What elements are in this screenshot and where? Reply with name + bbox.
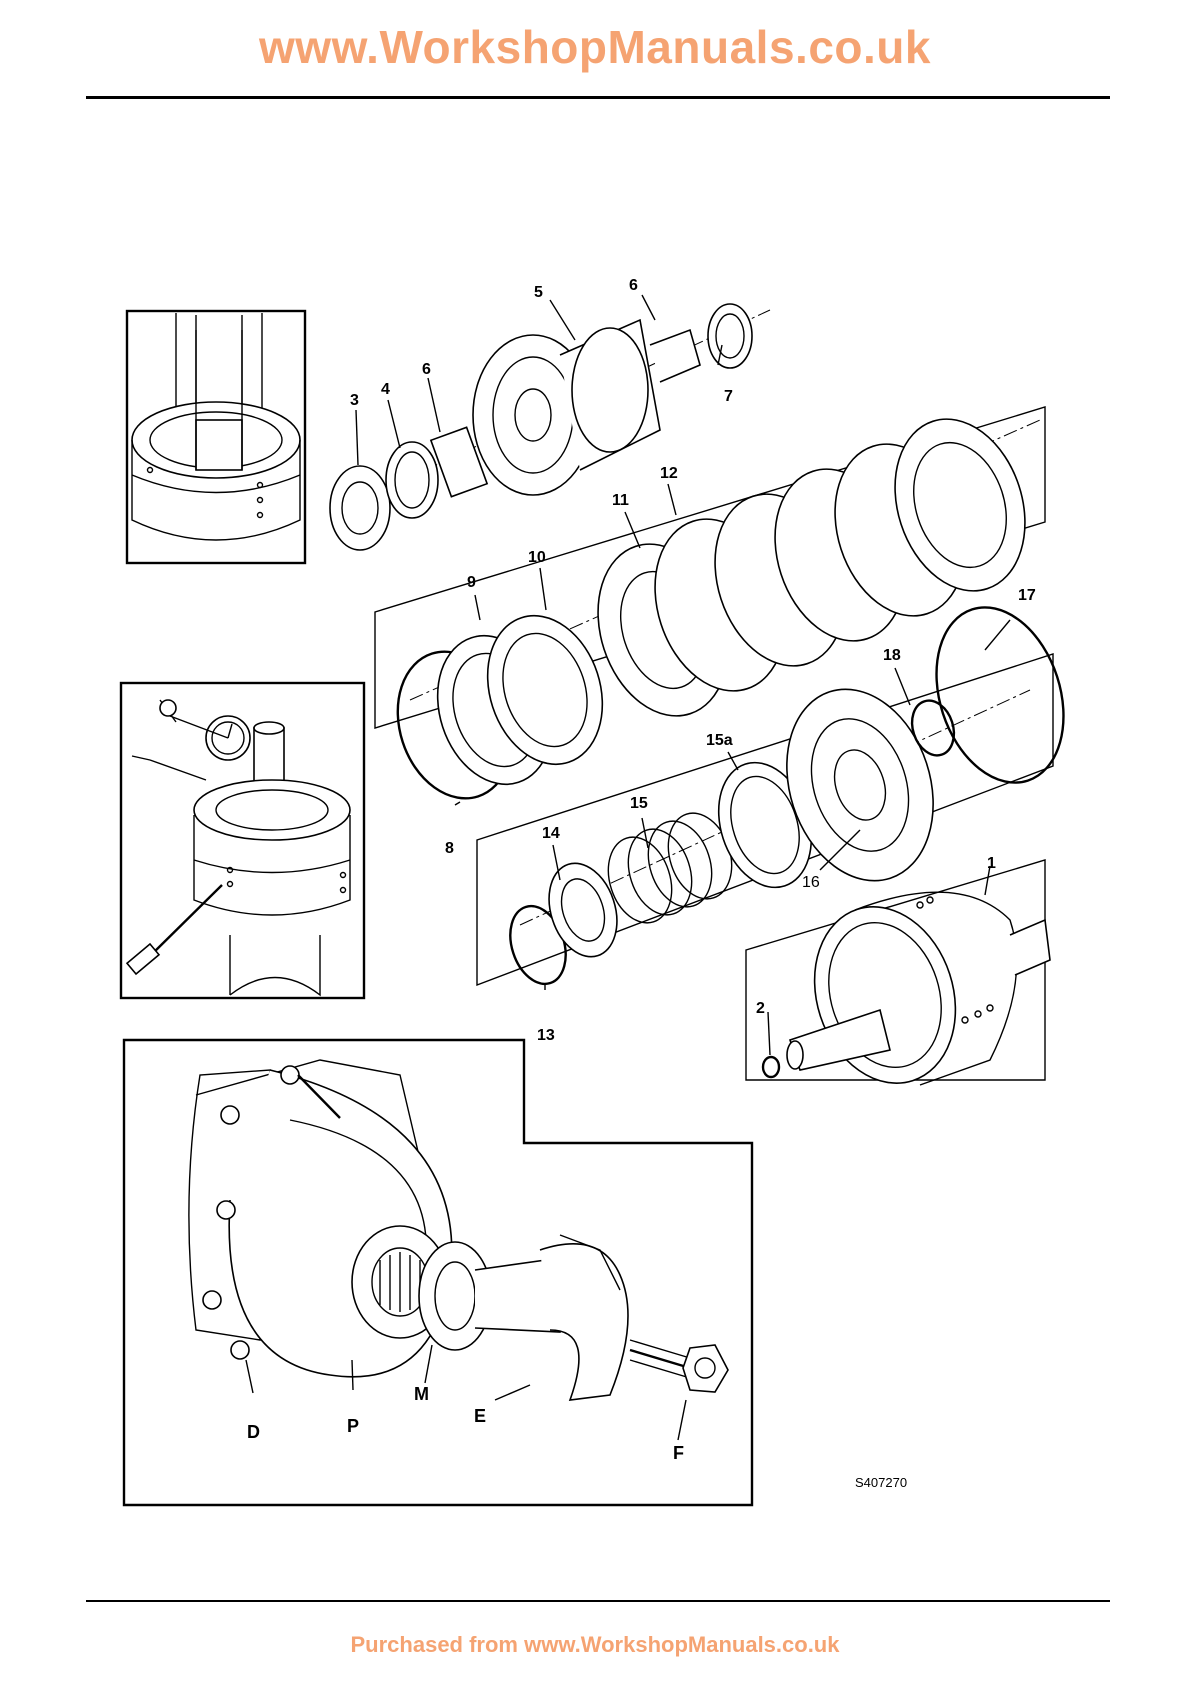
callout-13: 13 <box>537 1027 555 1044</box>
letter-f: F <box>673 1443 684 1463</box>
callout-1: 1 <box>987 855 996 872</box>
callout-9: 9 <box>467 574 476 591</box>
footer-purchase-text: Purchased from www.WorkshopManuals.co.uk <box>0 1632 1190 1658</box>
callout-5: 5 <box>534 284 543 301</box>
output-drum <box>763 888 1050 1101</box>
callout-11: 11 <box>612 492 629 509</box>
callout-6b: 6 <box>629 277 638 294</box>
letter-p: P <box>347 1416 359 1436</box>
callout-10: 10 <box>528 549 546 566</box>
callout-8: 8 <box>445 840 454 857</box>
callout-12: 12 <box>660 465 678 482</box>
callout-2: 2 <box>756 1000 765 1017</box>
callout-4: 4 <box>381 381 390 398</box>
callout-3: 3 <box>350 392 359 409</box>
callout-15a: 15a <box>706 732 733 749</box>
diagram-reference-code: S407270 <box>855 1475 907 1490</box>
callout-14: 14 <box>542 825 560 842</box>
callout-7: 7 <box>724 388 733 405</box>
inset-dial-gauge <box>121 683 364 998</box>
footer-rule <box>86 1600 1110 1602</box>
inset-press-drum <box>127 311 305 563</box>
letter-d: D <box>247 1422 260 1442</box>
letter-m: M <box>414 1384 429 1404</box>
callout-18: 18 <box>883 647 901 664</box>
callout-16: 16 <box>802 874 820 891</box>
callout-17: 17 <box>1018 587 1036 604</box>
callout-6a: 6 <box>422 361 431 378</box>
inset-letter-labels: D P M E F <box>247 1384 684 1463</box>
letter-e: E <box>474 1406 486 1426</box>
inset-rear-housing <box>124 1040 752 1505</box>
gear-shaft-assembly <box>330 304 752 550</box>
callout-15: 15 <box>630 795 648 812</box>
